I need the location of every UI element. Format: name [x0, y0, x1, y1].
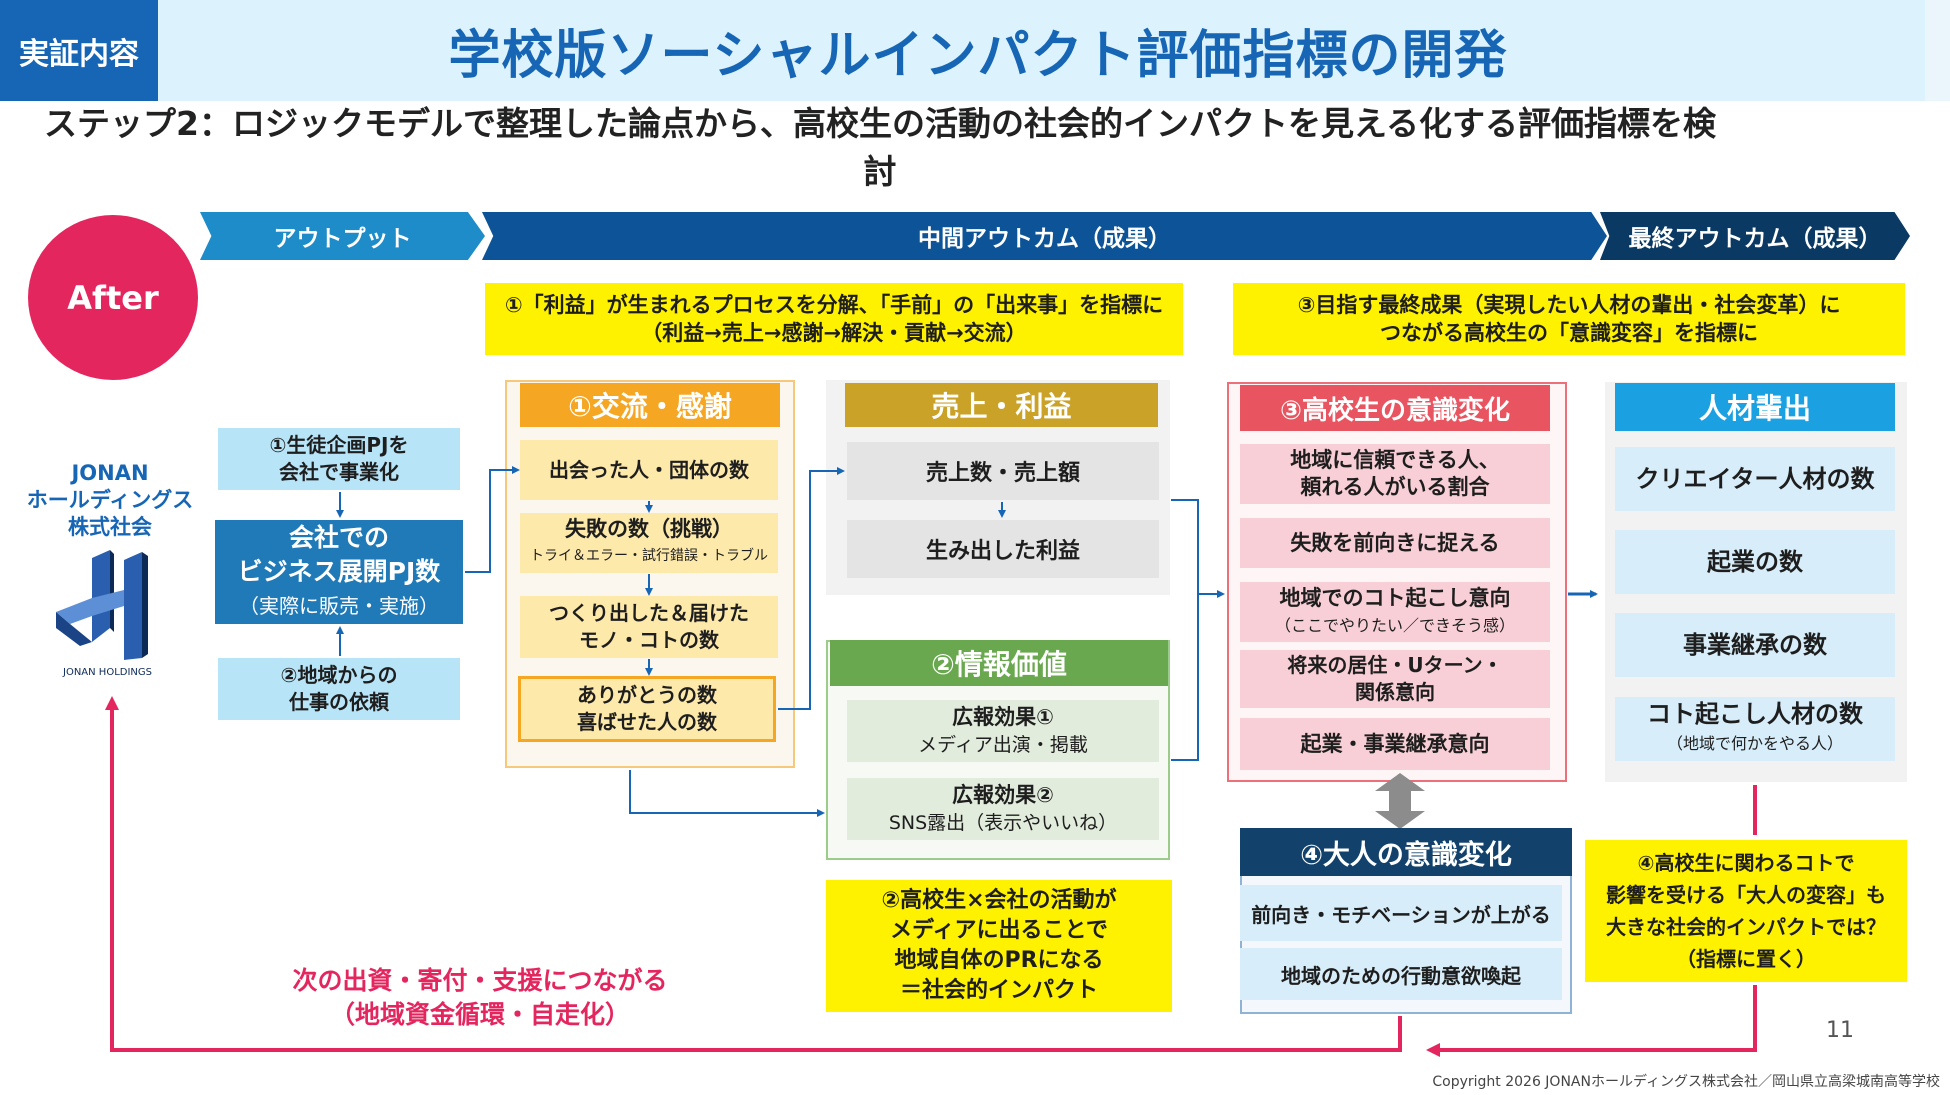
info-item-sub: SNS露出（表示やいいね） [888, 812, 1118, 834]
note-line: ②高校生×会社の活動が [881, 888, 1117, 913]
page-title: 学校版ソーシャルインパクト評価指標の開発 [448, 26, 1508, 86]
header-accent [1925, 0, 1950, 101]
output-main-sub: （実際に販売・実施） [239, 594, 439, 618]
output-main-line: ビジネス展開PJ数 [237, 557, 441, 586]
student-item: 失敗を前向きに捉える [1240, 518, 1550, 568]
talent-item: クリエイター人材の数 [1615, 447, 1895, 511]
sales-item: 売上数・売上額 [847, 442, 1159, 500]
company-name-line: 株式社会 [68, 514, 152, 539]
output-line: ②地域からの [280, 663, 398, 687]
output-line: 仕事の依頼 [289, 690, 389, 714]
exchange-item: 出会った人・団体の数 [520, 440, 778, 500]
talent-item: 起業の数 [1615, 530, 1895, 594]
exchange-item-text: 失敗の数（挑戦） [565, 517, 733, 541]
student-item-sub: （ここでやりたい／できそう感） [1274, 616, 1515, 635]
phase-intermediate-banner: 中間アウトカム（成果） [482, 212, 1607, 260]
note-line: （指標に置く） [1676, 947, 1816, 971]
sales-item: 生み出した利益 [847, 520, 1159, 578]
note-line: ④高校生に関わるコトで [1637, 851, 1855, 875]
note-line: 地域自体のPRになる [894, 948, 1104, 973]
student-item-text: 将来の居住・Uターン・ 関係意向 [1287, 653, 1503, 704]
double-arrow-icon [1375, 773, 1425, 829]
info-item: 広報効果① メディア出演・掲載 [847, 700, 1159, 762]
note-line: 影響を受ける「大人の変容」も [1606, 883, 1886, 907]
info-item: 広報効果② SNS露出（表示やいいね） [847, 778, 1159, 840]
exchange-item: 失敗の数（挑戦） トライ＆エラー・試行錯誤・トラブル [520, 513, 778, 573]
note-media-impact: ②高校生×会社の活動が メディアに出ることで 地域自体のPRになる ＝社会的イン… [826, 880, 1172, 1012]
student-item-text: 地域に信頼できる人、 頼れる人がいる割合 [1290, 448, 1500, 499]
phase-final-banner: 最終アウトカム（成果） [1600, 212, 1910, 260]
info-item-text: 広報効果② [952, 783, 1054, 807]
note-line: （利益→売上→感謝→解決・貢献→交流） [641, 321, 1027, 345]
company-name: JONAN ホールディングス 株式社会 [25, 460, 195, 540]
logo-caption: JONAN HOLDINGS [63, 666, 152, 678]
note-line: ＝社会的インパクト [899, 978, 1098, 1003]
connector-line [629, 770, 825, 817]
note-line: 大きな社会的インパクトでは？ [1606, 915, 1886, 939]
talent-item-text: クリエイター人材の数 [1635, 465, 1875, 493]
funding-loop-text: 次の出資・寄付・支援につながる （地域資金循環・自走化） [270, 962, 690, 1034]
jonan-logo-icon [56, 550, 148, 660]
adult-item: 地域のための行動意欲喚起 [1240, 948, 1562, 1000]
exchange-item-sub: トライ＆エラー・試行錯誤・トラブル [530, 548, 768, 564]
funding-loop-line: （地域資金循環・自走化） [329, 1000, 630, 1029]
output-line: 会社で事業化 [279, 460, 399, 484]
exchange-item-text: ありがとうの数 喜ばせた人の数 [577, 683, 717, 734]
step-subtitle: ステップ2：ロジックモデルで整理した論点から、高校生の活動の社会的インパクトを見… [44, 104, 1716, 191]
output-line: ①生徒企画PJを [269, 433, 409, 457]
section-tag: 実証内容 [0, 0, 158, 101]
student-item: 起業・事業継承意向 [1240, 718, 1550, 770]
company-name-line: JONAN [71, 460, 149, 485]
adult-item: 前向き・モチベーションが上がる [1240, 885, 1562, 941]
exchange-item: つくり出した＆届けた モノ・コトの数 [520, 596, 778, 658]
student-header: ③高校生の意識変化 [1240, 385, 1550, 431]
talent-item: 事業継承の数 [1615, 613, 1895, 677]
note-line: ①「利益」が生まれるプロセスを分解、「手前」の「出来事」を指標に [504, 293, 1164, 317]
note-line: つながる高校生の「意識変容」を指標に [1380, 321, 1758, 345]
talent-item-text: 事業継承の数 [1683, 631, 1827, 659]
info-header: ②情報価値 [830, 640, 1168, 686]
exchange-header: ①交流・感謝 [520, 383, 780, 427]
connector-line [1171, 499, 1199, 761]
student-item-text: 地域でのコト起こし意向 [1279, 586, 1511, 610]
student-item-text: 起業・事業継承意向 [1300, 731, 1490, 756]
header-bar [0, 0, 1950, 101]
funding-loop-line: 次の出資・寄付・支援につながる [292, 966, 668, 995]
info-item-text: 広報効果① [952, 705, 1054, 729]
note-line: ③目指す最終成果（実現したい人材の輩出・社会変革）に [1297, 293, 1841, 317]
talent-item-sub: （地域で何かをやる人） [1666, 734, 1843, 753]
note-line: メディアに出ることで [890, 918, 1108, 943]
page-number: 11 [1826, 1017, 1854, 1043]
student-item-text: 失敗を前向きに捉える [1290, 530, 1500, 555]
output-business-projects: 会社での ビジネス展開PJ数 （実際に販売・実施） [215, 520, 463, 624]
note-profit-process: ①「利益」が生まれるプロセスを分解、「手前」の「出来事」を指標に （利益→売上→… [485, 283, 1183, 355]
phase-output-banner: アウトプット [200, 212, 485, 260]
exchange-item-text: つくり出した＆届けた モノ・コトの数 [549, 601, 749, 652]
output-local-requests: ②地域からの 仕事の依頼 [218, 658, 460, 720]
after-badge: After [28, 215, 198, 380]
note-final-outcome: ③目指す最終成果（実現したい人材の輩出・社会変革）に つながる高校生の「意識変容… [1233, 283, 1905, 355]
exchange-item-highlighted: ありがとうの数 喜ばせた人の数 [518, 676, 776, 742]
info-item-sub: メディア出演・掲載 [918, 734, 1088, 756]
talent-item-text: 起業の数 [1707, 548, 1803, 576]
talent-header: 人材輩出 [1615, 383, 1895, 431]
output-main-line: 会社での [288, 523, 389, 552]
output-student-project: ①生徒企画PJを 会社で事業化 [218, 428, 460, 490]
talent-item-text: コト起こし人材の数 [1647, 700, 1863, 728]
talent-item: コト起こし人材の数 （地域で何かをやる人） [1615, 697, 1895, 761]
company-name-line: ホールディングス [26, 487, 194, 512]
adult-header: ④大人の意識変化 [1240, 828, 1572, 876]
sales-header: 売上・利益 [845, 383, 1158, 427]
student-item: 地域に信頼できる人、 頼れる人がいる割合 [1240, 444, 1550, 504]
note-adult-change: ④高校生に関わるコトで 影響を受ける「大人の変容」も 大きな社会的インパクトでは… [1585, 840, 1907, 982]
copyright-notice: Copyright 2026 JONANホールディングス株式会社／岡山県立高梁城… [1432, 1074, 1940, 1090]
exchange-item-text: 出会った人・団体の数 [549, 457, 749, 482]
student-item: 地域でのコト起こし意向 （ここでやりたい／できそう感） [1240, 582, 1550, 642]
student-item: 将来の居住・Uターン・ 関係意向 [1240, 650, 1550, 708]
